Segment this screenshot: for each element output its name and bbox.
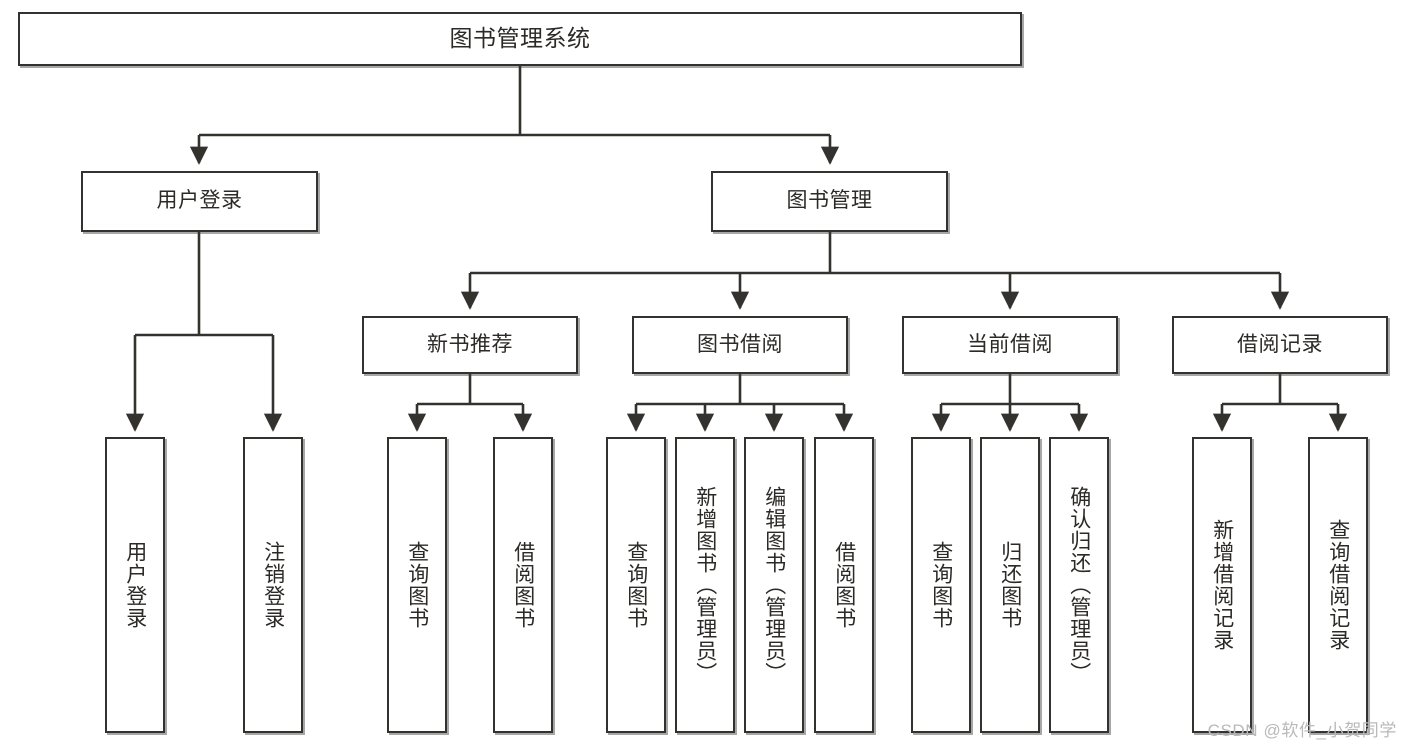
node-label: 确认归还（管理员）	[1067, 486, 1091, 684]
leaf-current-borrow-confirm-return-admin[interactable]: 确认归还（管理员）	[1049, 437, 1109, 733]
node-label: 新书推荐	[427, 332, 513, 356]
node-label: 归还图书	[998, 541, 1022, 629]
node-label: 查询借阅记录	[1326, 519, 1350, 651]
leaf-book-borrow-add-book-admin[interactable]: 新增图书（管理员）	[675, 437, 735, 733]
node-book-borrow[interactable]: 图书借阅	[632, 316, 848, 374]
node-label: 新增借阅记录	[1210, 519, 1234, 651]
leaf-current-borrow-return-books[interactable]: 归还图书	[980, 437, 1040, 733]
node-label: 借阅记录	[1237, 332, 1323, 356]
leaf-book-borrow-edit-book-admin[interactable]: 编辑图书（管理员）	[744, 437, 804, 733]
node-new-book-recommend[interactable]: 新书推荐	[362, 316, 578, 374]
node-borrow-record[interactable]: 借阅记录	[1172, 316, 1388, 374]
node-label: 借阅图书	[511, 541, 535, 629]
node-root-book-management-system[interactable]: 图书管理系统	[18, 12, 1022, 66]
node-label: 当前借阅	[967, 332, 1053, 356]
leaf-borrow-record-add-record[interactable]: 新增借阅记录	[1192, 437, 1252, 733]
node-label: 查询图书	[929, 541, 953, 629]
leaf-current-borrow-query-books[interactable]: 查询图书	[911, 437, 971, 733]
leaf-book-borrow-query-books[interactable]: 查询图书	[606, 437, 666, 733]
node-book-management[interactable]: 图书管理	[711, 171, 948, 232]
leaf-user-login-login[interactable]: 用户登录	[105, 437, 165, 733]
node-label: 图书管理系统	[449, 25, 591, 52]
node-label: 图书管理	[786, 189, 873, 213]
leaf-book-borrow-borrow-books[interactable]: 借阅图书	[814, 437, 874, 733]
node-label: 新增图书（管理员）	[693, 486, 717, 684]
node-label: 编辑图书（管理员）	[762, 486, 786, 684]
node-label: 用户登录	[123, 541, 147, 629]
leaf-borrow-record-query-record[interactable]: 查询借阅记录	[1308, 437, 1368, 733]
csdn-watermark: CSDN @软件_小贺同学	[1207, 721, 1397, 740]
node-label: 查询图书	[624, 541, 648, 629]
node-current-borrow[interactable]: 当前借阅	[902, 316, 1118, 374]
node-label: 用户登录	[156, 189, 243, 213]
node-label: 查询图书	[405, 541, 429, 629]
leaf-user-login-logout[interactable]: 注销登录	[243, 437, 303, 733]
node-user-login[interactable]: 用户登录	[81, 171, 318, 232]
node-label: 注销登录	[261, 541, 285, 629]
node-label: 借阅图书	[832, 541, 856, 629]
leaf-new-book-borrow-books[interactable]: 借阅图书	[493, 437, 553, 733]
node-label: 图书借阅	[697, 332, 783, 356]
leaf-new-book-query-books[interactable]: 查询图书	[387, 437, 447, 733]
